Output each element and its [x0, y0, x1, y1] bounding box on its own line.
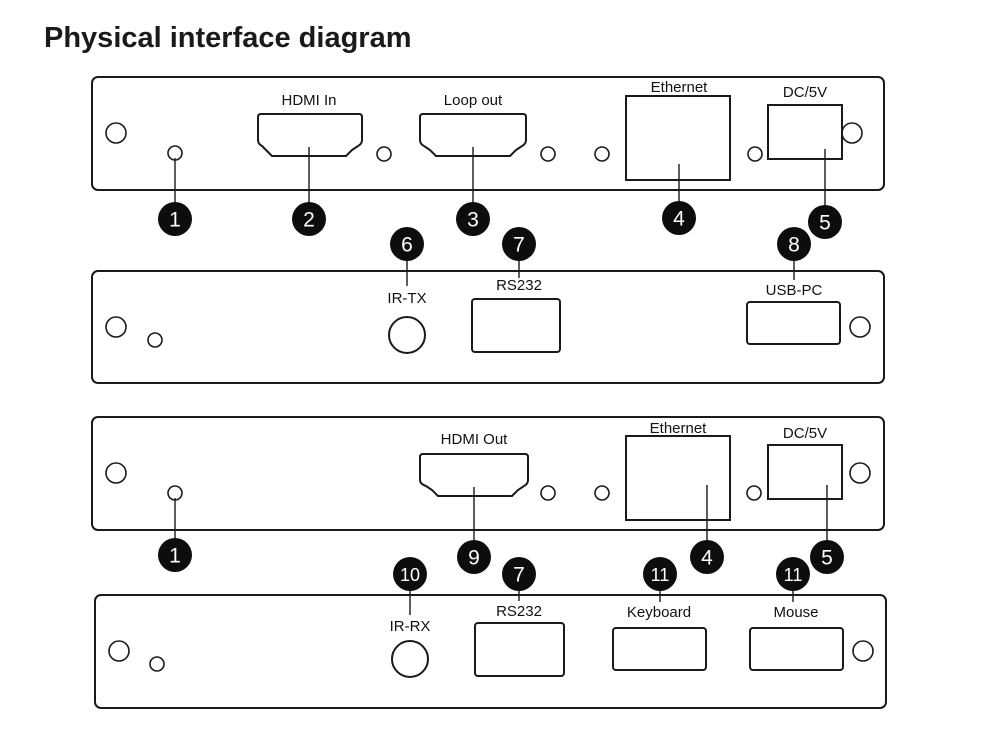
callout-badge-11: 11: [776, 557, 810, 591]
svg-text:2: 2: [303, 209, 315, 232]
port-label-ethernet: Ethernet: [650, 420, 708, 437]
dc-power-port-icon: [767, 444, 843, 500]
led-indicator-icon: [376, 146, 392, 162]
ethernet-port-icon: [625, 95, 731, 181]
mount-hole-icon: [105, 462, 127, 484]
svg-text:10: 10: [400, 565, 420, 585]
led-indicator-icon: [540, 146, 556, 162]
rs232-port-icon: [474, 622, 565, 677]
keyboard-usb-port-icon: [612, 627, 707, 671]
svg-text:5: 5: [821, 547, 833, 570]
port-label-loop-out: Loop out: [444, 92, 503, 109]
svg-text:11: 11: [651, 565, 670, 585]
ir-tx-jack-icon: [388, 316, 426, 354]
led-indicator-icon: [167, 145, 183, 161]
led-indicator-icon: [540, 485, 556, 501]
svg-text:8: 8: [788, 234, 800, 257]
callout-badge-3: 3: [456, 202, 490, 236]
svg-text:3: 3: [467, 209, 479, 232]
mount-hole-icon: [105, 122, 127, 144]
ethernet-port-icon: [625, 435, 731, 521]
port-label-rs232: RS232: [496, 603, 542, 620]
mouse-usb-port-icon: [749, 627, 844, 671]
hdmi-loop-out-port-icon: [419, 113, 527, 157]
callout-badge-7: 7: [502, 557, 536, 591]
port-label-dc-5v: DC/5V: [783, 425, 827, 442]
port-label-keyboard: Keyboard: [627, 604, 691, 621]
led-indicator-icon: [147, 332, 163, 348]
led-indicator-icon: [594, 146, 610, 162]
svg-text:7: 7: [513, 234, 525, 257]
panel-tx-rear: IR-TX RS232 USB-PC 6 7 8: [91, 227, 885, 384]
port-label-hdmi-out: HDMI Out: [441, 431, 509, 448]
mount-hole-icon: [849, 316, 871, 338]
svg-text:4: 4: [701, 547, 713, 570]
callout-badge-1: 1: [158, 202, 192, 236]
callout-badge-5: 5: [808, 205, 842, 239]
led-indicator-icon: [746, 485, 762, 501]
usb-pc-port-icon: [746, 301, 841, 345]
callout-badge-2: 2: [292, 202, 326, 236]
callout-badge-10: 10: [393, 557, 427, 591]
callout-badge-7: 7: [502, 227, 536, 261]
svg-text:11: 11: [784, 565, 803, 585]
rs232-port-icon: [471, 298, 561, 353]
mount-hole-icon: [108, 640, 130, 662]
svg-text:5: 5: [819, 212, 831, 235]
port-label-hdmi-in: HDMI In: [281, 92, 336, 109]
svg-text:4: 4: [673, 208, 685, 231]
ir-rx-jack-icon: [391, 640, 429, 678]
callout-badge-1: 1: [158, 538, 192, 572]
callout-badge-5: 5: [810, 540, 844, 574]
port-label-ethernet: Ethernet: [651, 79, 709, 96]
led-indicator-icon: [149, 656, 165, 672]
panel-tx-front: HDMI In Loop out Ethernet DC/5V 1 2 3 4 …: [91, 76, 885, 239]
port-label-dc-5v: DC/5V: [783, 84, 827, 101]
callout-badge-4: 4: [690, 540, 724, 574]
port-label-mouse: Mouse: [773, 604, 818, 621]
svg-text:6: 6: [401, 234, 413, 257]
mount-hole-icon: [841, 122, 863, 144]
led-indicator-icon: [594, 485, 610, 501]
mount-hole-icon: [105, 316, 127, 338]
hdmi-in-port-icon: [257, 113, 363, 157]
callout-badge-4: 4: [662, 201, 696, 235]
dc-power-port-icon: [767, 104, 843, 160]
svg-text:7: 7: [513, 564, 525, 587]
led-indicator-icon: [167, 485, 183, 501]
svg-text:1: 1: [169, 209, 181, 232]
port-label-ir-tx: IR-TX: [387, 290, 426, 307]
svg-text:1: 1: [169, 545, 181, 568]
port-label-ir-rx: IR-RX: [390, 618, 431, 635]
port-label-rs232: RS232: [496, 277, 542, 294]
callout-badge-9: 9: [457, 540, 491, 574]
callout-badge-6: 6: [390, 227, 424, 261]
mount-hole-icon: [852, 640, 874, 662]
panel-rx-rear: IR-RX RS232 Keyboard Mouse 10 7 11 11: [94, 557, 887, 709]
led-indicator-icon: [747, 146, 763, 162]
svg-text:9: 9: [468, 547, 480, 570]
panel-rx-front: HDMI Out Ethernet DC/5V 1 9 4 5: [91, 416, 885, 574]
callout-badge-8: 8: [777, 227, 811, 261]
hdmi-out-port-icon: [419, 453, 529, 497]
callout-badge-11: 11: [643, 557, 677, 591]
diagram-title: Physical interface diagram: [44, 22, 412, 54]
port-label-usb-pc: USB-PC: [766, 282, 823, 299]
mount-hole-icon: [849, 462, 871, 484]
